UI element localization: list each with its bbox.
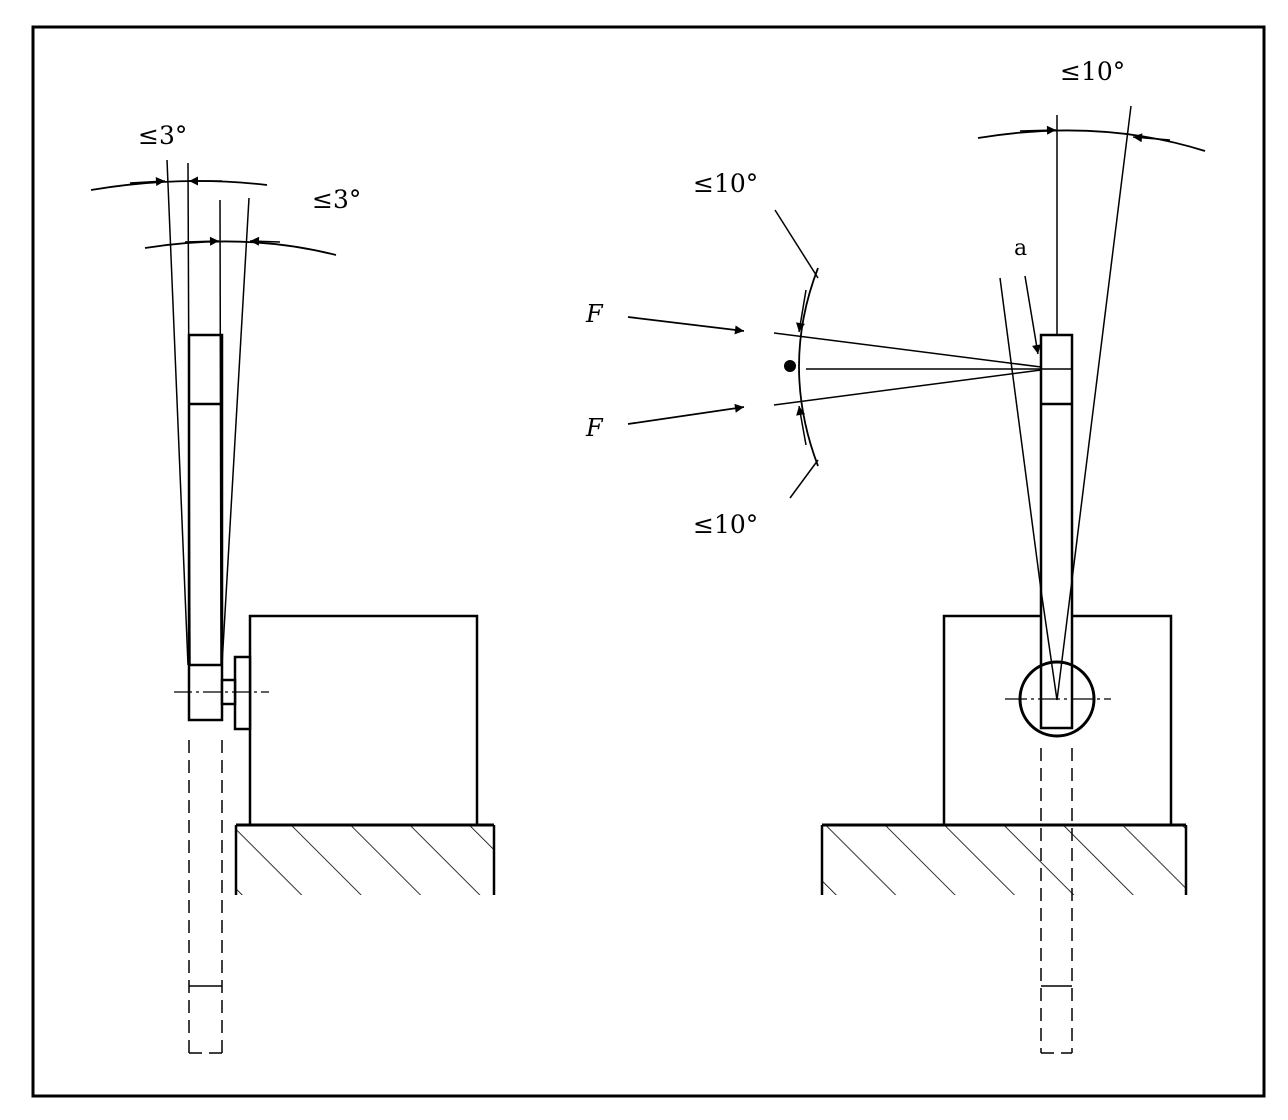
right-hatched-base — [820, 823, 1188, 895]
force-origin-dot — [784, 360, 796, 372]
force-upper-label: F — [585, 300, 604, 328]
left-clamp-head — [233, 655, 252, 731]
right-hidden-specimen — [1040, 748, 1073, 1054]
force-angle-leader-lower — [789, 459, 819, 499]
left-hatched-base — [234, 823, 496, 895]
left-view: ≤3° ≤3° — [90, 121, 496, 1054]
force-arrow-lower — [627, 403, 745, 425]
left-specimen — [187, 333, 224, 722]
left-inner-arc — [144, 240, 337, 256]
force-angle-arrow-lower — [796, 405, 807, 446]
right-angle-lines — [999, 105, 1132, 701]
left-angle-inner-label: ≤3° — [312, 185, 361, 214]
right-top-arrow-1 — [1019, 125, 1057, 135]
right-top-arc — [977, 129, 1206, 152]
right-top-arrow-2 — [1132, 133, 1171, 143]
right-angle-upper-label: ≤10° — [693, 169, 758, 198]
force-angle-arrow-upper — [796, 289, 807, 333]
drawing-frame — [31, 25, 1266, 1098]
left-fixture-block — [248, 614, 479, 827]
point-a-label: a — [1014, 236, 1027, 261]
left-hidden-specimen — [188, 740, 223, 1054]
left-outer-arc — [90, 180, 268, 191]
left-angle-outer-label: ≤3° — [138, 121, 187, 150]
force-angle-arc — [798, 267, 819, 467]
force-lower-label: F — [585, 414, 604, 442]
left-outer-arrow-1 — [129, 177, 166, 187]
right-specimen — [1039, 333, 1074, 730]
right-angle-top-label: ≤10° — [1060, 57, 1125, 86]
force-line-upper — [773, 332, 1042, 368]
left-inner-arrow-2 — [249, 236, 281, 246]
right-angle-lower-label: ≤10° — [693, 510, 758, 539]
force-line-lower — [773, 369, 1042, 406]
force-angle-leader-upper — [774, 209, 819, 279]
left-inner-arrow-1 — [184, 236, 220, 246]
right-view: a F F ≤10° ≤10° ≤10° — [585, 57, 1206, 1054]
force-arrow-upper — [627, 316, 745, 335]
point-a-leader — [1024, 275, 1041, 355]
